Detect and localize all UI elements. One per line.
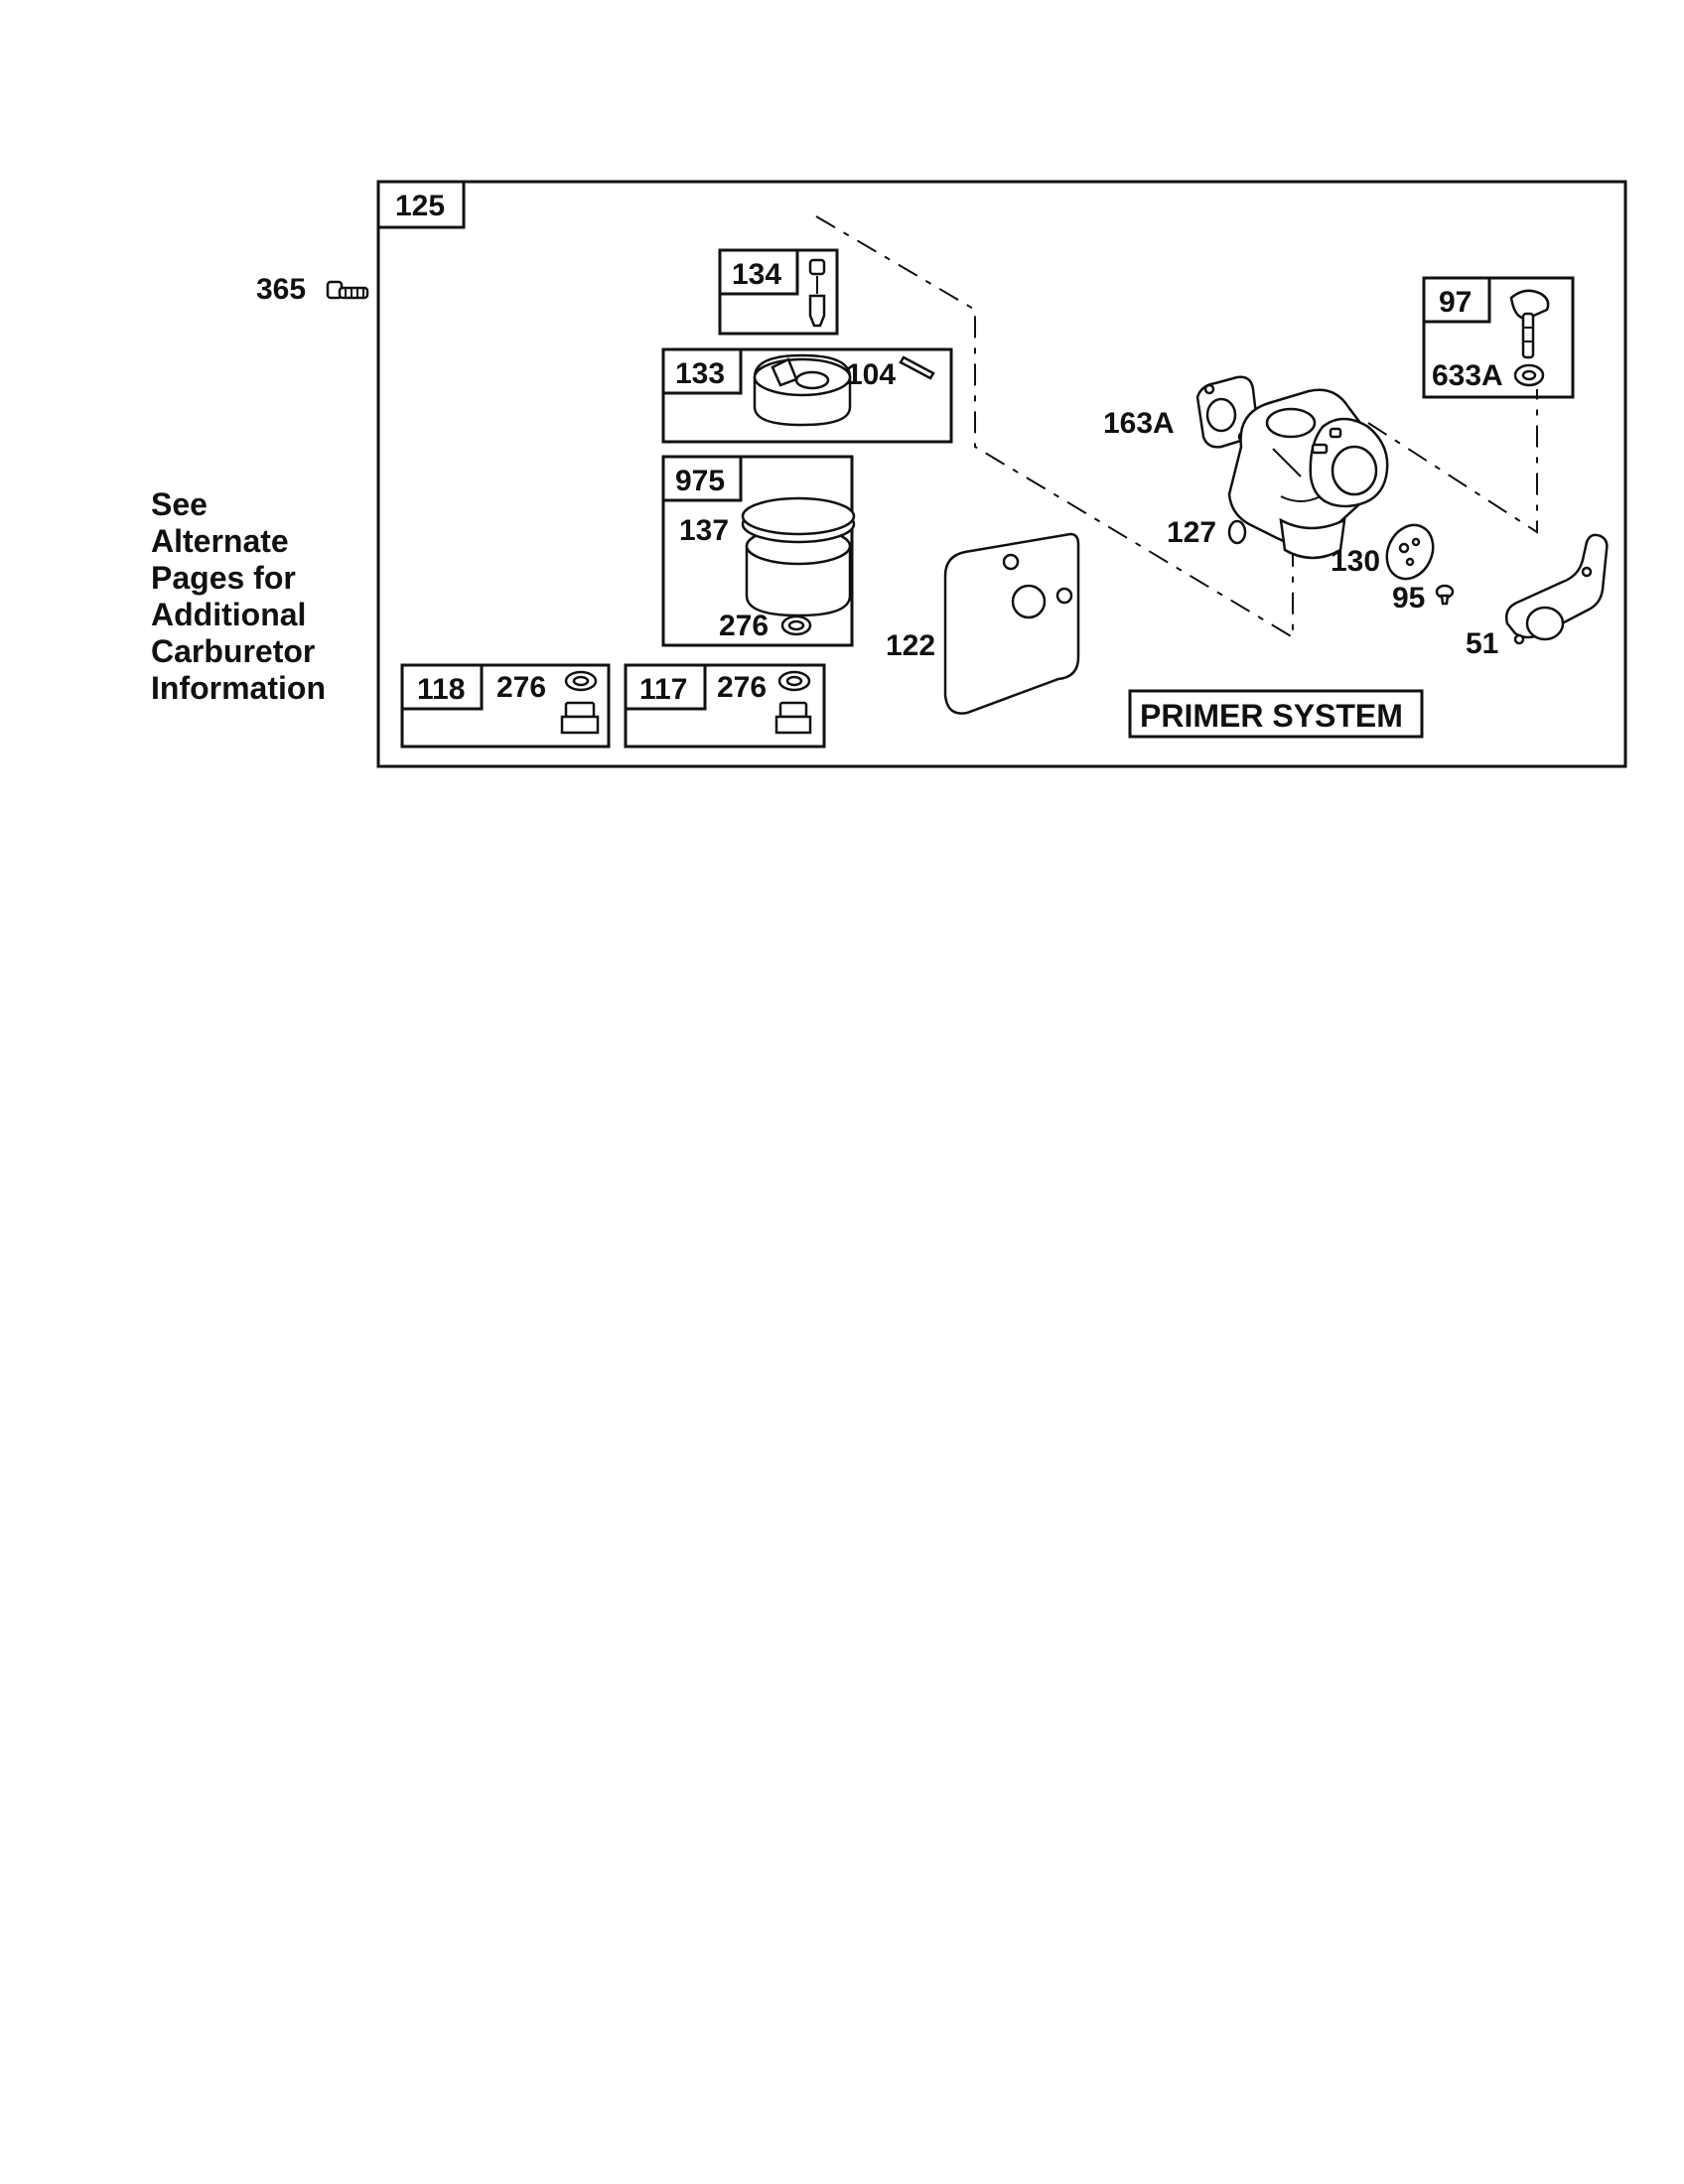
carburetor-body-icon — [1227, 388, 1389, 560]
callout-125: 125 — [395, 190, 445, 222]
gasket-51-icon — [1505, 533, 1609, 645]
callout-51: 51 — [1466, 627, 1498, 660]
callout-117: 117 — [639, 673, 687, 706]
note-line: Information — [151, 670, 326, 706]
screw-95-icon — [1435, 584, 1455, 606]
callout-box-125 — [376, 180, 466, 229]
callout-104: 104 — [846, 358, 896, 391]
callout-365: 365 — [256, 273, 306, 306]
insulator-gasket-122-icon — [943, 532, 1080, 715]
callout-box-97 — [1422, 276, 1491, 324]
callout-97: 97 — [1439, 286, 1472, 319]
washer-633A-icon — [1513, 363, 1545, 387]
washer-276-icon — [777, 670, 811, 692]
kit-box-975 — [661, 455, 854, 647]
assembly-leader-line — [815, 215, 1294, 639]
callout-122: 122 — [886, 629, 935, 662]
callout-975: 975 — [675, 465, 725, 497]
callout-box-117 — [624, 663, 707, 711]
float-bowl-137-icon — [741, 496, 856, 617]
note-line: Carburetor — [151, 633, 316, 669]
callout-box-134 — [718, 248, 799, 296]
callout-box-118 — [400, 663, 484, 711]
note-line: Alternate — [151, 523, 289, 559]
callout-163A: 163A — [1103, 407, 1175, 440]
callout-118: 118 — [417, 673, 465, 706]
callout-95: 95 — [1392, 582, 1425, 614]
bowl-nut-117-icon — [774, 701, 812, 735]
callout-276-bowl: 276 — [719, 610, 769, 642]
note-line: Pages for — [151, 560, 296, 596]
callout-133: 133 — [675, 357, 725, 390]
primer-plate-130-icon — [1385, 523, 1435, 581]
screw-365-icon — [326, 280, 369, 300]
carburetor-assembly-frame — [376, 180, 1627, 768]
callout-127: 127 — [1167, 516, 1216, 549]
note-line: See — [151, 486, 208, 522]
bowl-nut-118-icon — [560, 701, 600, 735]
callout-134: 134 — [732, 258, 781, 291]
primer-system-label: PRIMER SYSTEM — [1140, 698, 1403, 734]
alternate-pages-note: See Alternate Pages for Additional Carbu… — [151, 486, 389, 707]
washer-276-icon — [564, 670, 598, 692]
washer-276-icon — [780, 614, 812, 636]
assembly-leader-line — [1367, 389, 1538, 534]
callout-box-975 — [661, 455, 743, 502]
inlet-needle-134-icon — [808, 258, 826, 328]
float-pin-104-icon — [899, 355, 935, 380]
primer-system-box — [1128, 689, 1424, 739]
callout-box-133 — [661, 347, 743, 395]
primer-bulb-97-icon — [1509, 289, 1550, 359]
callout-137: 137 — [679, 514, 729, 547]
o-ring-127-icon — [1227, 519, 1247, 545]
callout-633A: 633A — [1432, 359, 1503, 392]
callout-276-118: 276 — [496, 671, 546, 704]
kit-box-97 — [1422, 276, 1575, 399]
callout-276-117: 276 — [717, 671, 767, 704]
note-line: Additional — [151, 597, 307, 632]
float-133-icon — [753, 353, 852, 427]
callout-130: 130 — [1331, 545, 1380, 578]
kit-box-133 — [661, 347, 953, 444]
